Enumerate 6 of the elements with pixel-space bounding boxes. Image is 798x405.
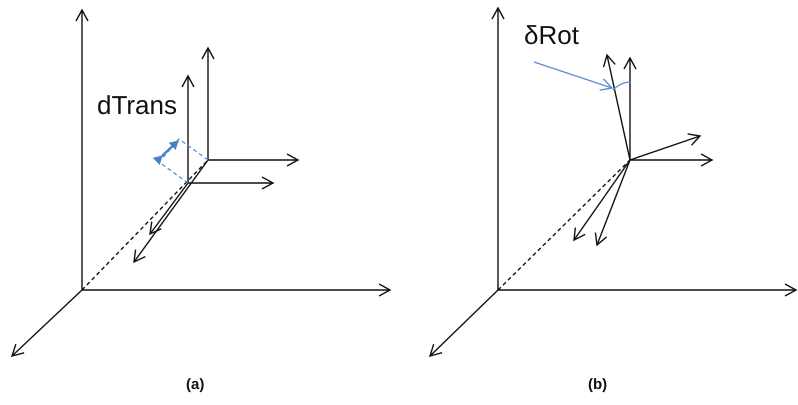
leader-line <box>534 61 613 91</box>
angle-arc <box>612 80 632 92</box>
panel-caption: (b) <box>588 377 608 392</box>
angle-label: δRot <box>524 22 579 48</box>
panel-caption: (a) <box>186 377 204 392</box>
translation-label: dTrans <box>97 92 177 118</box>
